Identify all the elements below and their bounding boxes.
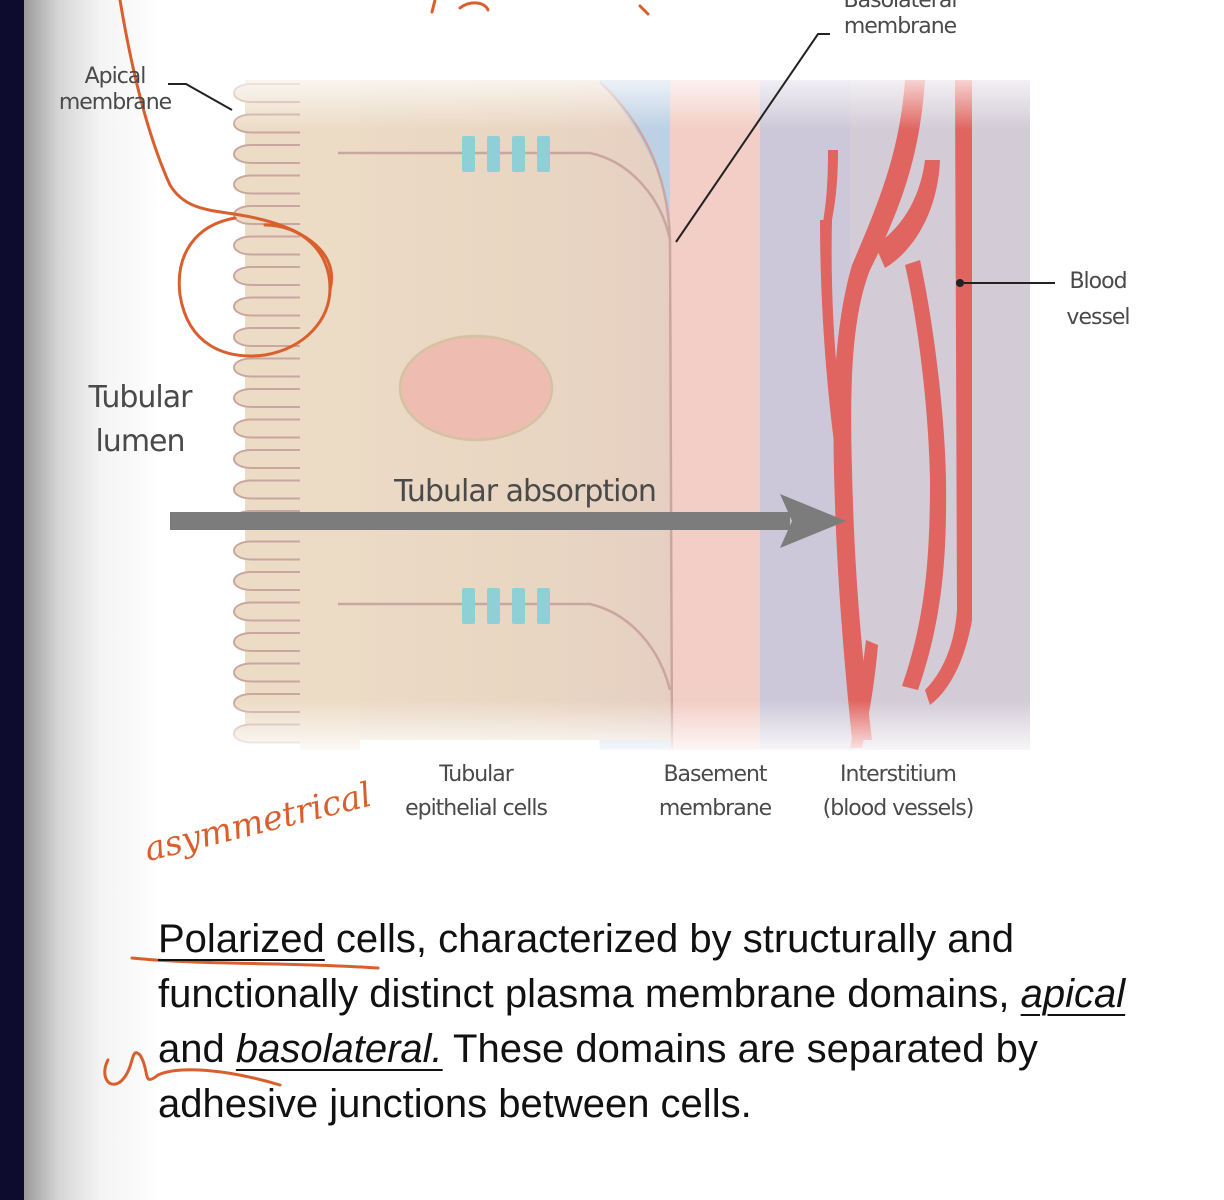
polarized-underline-mark: [130, 956, 380, 970]
caption-text-1: cells, characterized by structurally and…: [158, 917, 1021, 1016]
basolateral-membrane-label-line1: Basolateral: [843, 0, 958, 13]
annotation-circle: [177, 216, 332, 358]
interstitium-label-line2: (blood vessels): [822, 796, 975, 821]
interstitium-label-line1: Interstitium: [840, 762, 957, 787]
caption-text-3: These domains are separated by adhesive …: [158, 1027, 1038, 1126]
basement-membrane-label-line1: Basement: [663, 762, 767, 787]
cell-border-top: [338, 151, 672, 241]
blood-vessel-label-line1: Blood: [1069, 269, 1127, 294]
basolateral-membrane-leader: [675, 33, 830, 243]
tubular-epithelial-cells-label: Tubular epithelial cells: [386, 758, 566, 826]
tight-junctions: [462, 136, 550, 624]
tubular-epithelial-cells-label-line2: epithelial cells: [405, 796, 548, 821]
basolateral-membrane-label: Basolateral membrane: [830, 0, 970, 41]
page-shadow: [24, 0, 164, 1200]
caption-basolateral: basolateral.: [235, 1027, 443, 1071]
interstitium-label: Interstitium (blood vessels): [808, 758, 988, 826]
nucleus: [398, 334, 554, 442]
annotation-fragment-2: [458, 1, 490, 12]
blood-vessel-label: Blood vessel: [1058, 264, 1138, 336]
tubular-absorption-label-text: Tubular absorption: [394, 474, 657, 509]
blood-vessel-network: [820, 80, 972, 748]
apical-membrane-label: Apical membrane: [40, 64, 190, 117]
basement-membrane-band: [668, 80, 760, 750]
annotation-fragment-1: [430, 0, 437, 14]
basement-membrane-label-line2: membrane: [658, 796, 772, 821]
caption-text-2: and: [158, 1027, 236, 1071]
tubular-lumen-label-line2: lumen: [95, 424, 185, 459]
tubular-lumen-label-line1: Tubular: [88, 380, 193, 415]
window-left-edge: [0, 0, 24, 1200]
tubular-absorption-arrow: [170, 494, 846, 548]
apical-membrane-label-line1: Apical: [84, 64, 147, 89]
cell-border-bottom: [338, 602, 672, 691]
tubular-absorption-label: Tubular absorption: [390, 474, 660, 510]
caption-polarized: Polarized: [158, 917, 325, 961]
basolateral-membrane-label-line2: membrane: [843, 14, 957, 40]
caption-apical: apical: [1020, 972, 1126, 1016]
handwritten-annotations: [103, 0, 650, 1087]
basement-membrane-label: Basement membrane: [640, 758, 790, 826]
apical-membrane-label-line2: membrane: [58, 90, 172, 116]
annotation-fragment-3: [638, 4, 650, 16]
microvilli-base: [300, 80, 360, 750]
tubular-epithelial-cells-label-line1: Tubular: [439, 762, 514, 787]
caption-paragraph: Polarized cells, characterized by struct…: [158, 912, 1158, 1132]
apical-membrane-leader: [168, 83, 233, 111]
blood-vessel-label-line2: vessel: [1066, 305, 1130, 330]
tubular-lumen-label: Tubular lumen: [80, 376, 200, 464]
apical-mark: [103, 1051, 282, 1087]
blood-vessel-leader-dot: [956, 279, 964, 287]
